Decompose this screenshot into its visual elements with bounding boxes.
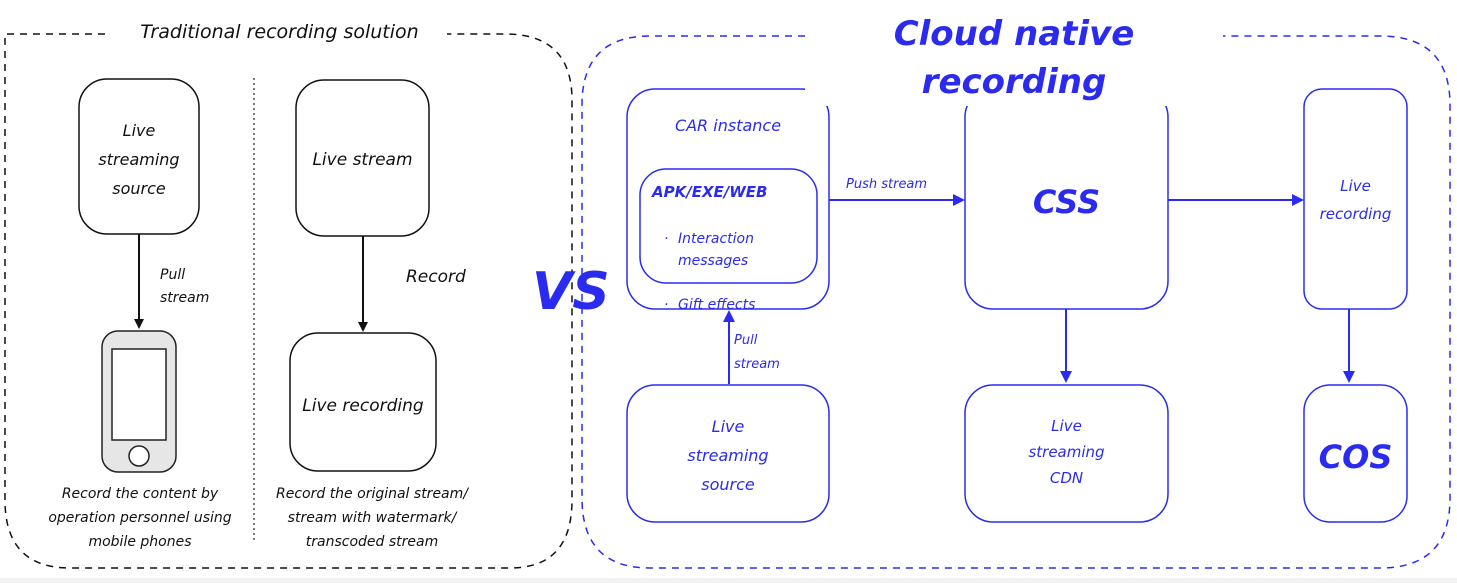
car-bullet-item: ·Interaction messages bbox=[660, 206, 810, 272]
cdn-box bbox=[964, 384, 1169, 523]
cdn-label: Live streaming CDN bbox=[1028, 417, 1105, 487]
css-label: CSS bbox=[1032, 183, 1101, 221]
trad-live-recording-label: Live recording bbox=[302, 396, 424, 416]
push-stream-label: Push stream bbox=[846, 177, 928, 192]
trad-right-caption: Record the original stream/ stream with … bbox=[276, 486, 468, 550]
pull-stream-label: Pull stream bbox=[734, 333, 780, 372]
cloud-container bbox=[581, 35, 1451, 569]
trad-record-label: Record bbox=[406, 267, 466, 287]
footer-strip bbox=[0, 578, 1457, 583]
mobile-phone-icon bbox=[101, 330, 177, 473]
bullet-dot-icon: · bbox=[664, 231, 669, 247]
cos-box bbox=[1303, 384, 1408, 523]
cloud-recording-box bbox=[1303, 88, 1408, 310]
car-bullet-list: ·Interaction messages ·Gift effects bbox=[660, 206, 810, 316]
car-bullet-item: ·Gift effects bbox=[660, 272, 810, 316]
apk-exe-web-box bbox=[639, 168, 818, 284]
car-instance-title: CAR instance bbox=[674, 116, 782, 135]
trad-left-caption: Record the content by operation personne… bbox=[48, 486, 232, 550]
trad-pull-label: Pull stream bbox=[160, 267, 210, 306]
cloud-title: Cloud native recording bbox=[805, 10, 1223, 106]
cos-label: COS bbox=[1318, 438, 1393, 476]
trad-live-recording-box bbox=[289, 332, 437, 472]
apk-exe-web-title: APK/EXE/WEB bbox=[652, 183, 768, 201]
traditional-title: Traditional recording solution bbox=[112, 18, 447, 46]
cloud-source-box bbox=[626, 384, 830, 523]
trad-live-stream-label: Live stream bbox=[312, 150, 413, 170]
cloud-source-label: Live streaming source bbox=[687, 417, 769, 494]
bullet-dot-icon: · bbox=[664, 297, 669, 313]
vs-label: VS bbox=[532, 262, 610, 322]
trad-source-label: Live streaming source bbox=[98, 121, 180, 198]
cloud-recording-label: Live recording bbox=[1319, 177, 1392, 223]
